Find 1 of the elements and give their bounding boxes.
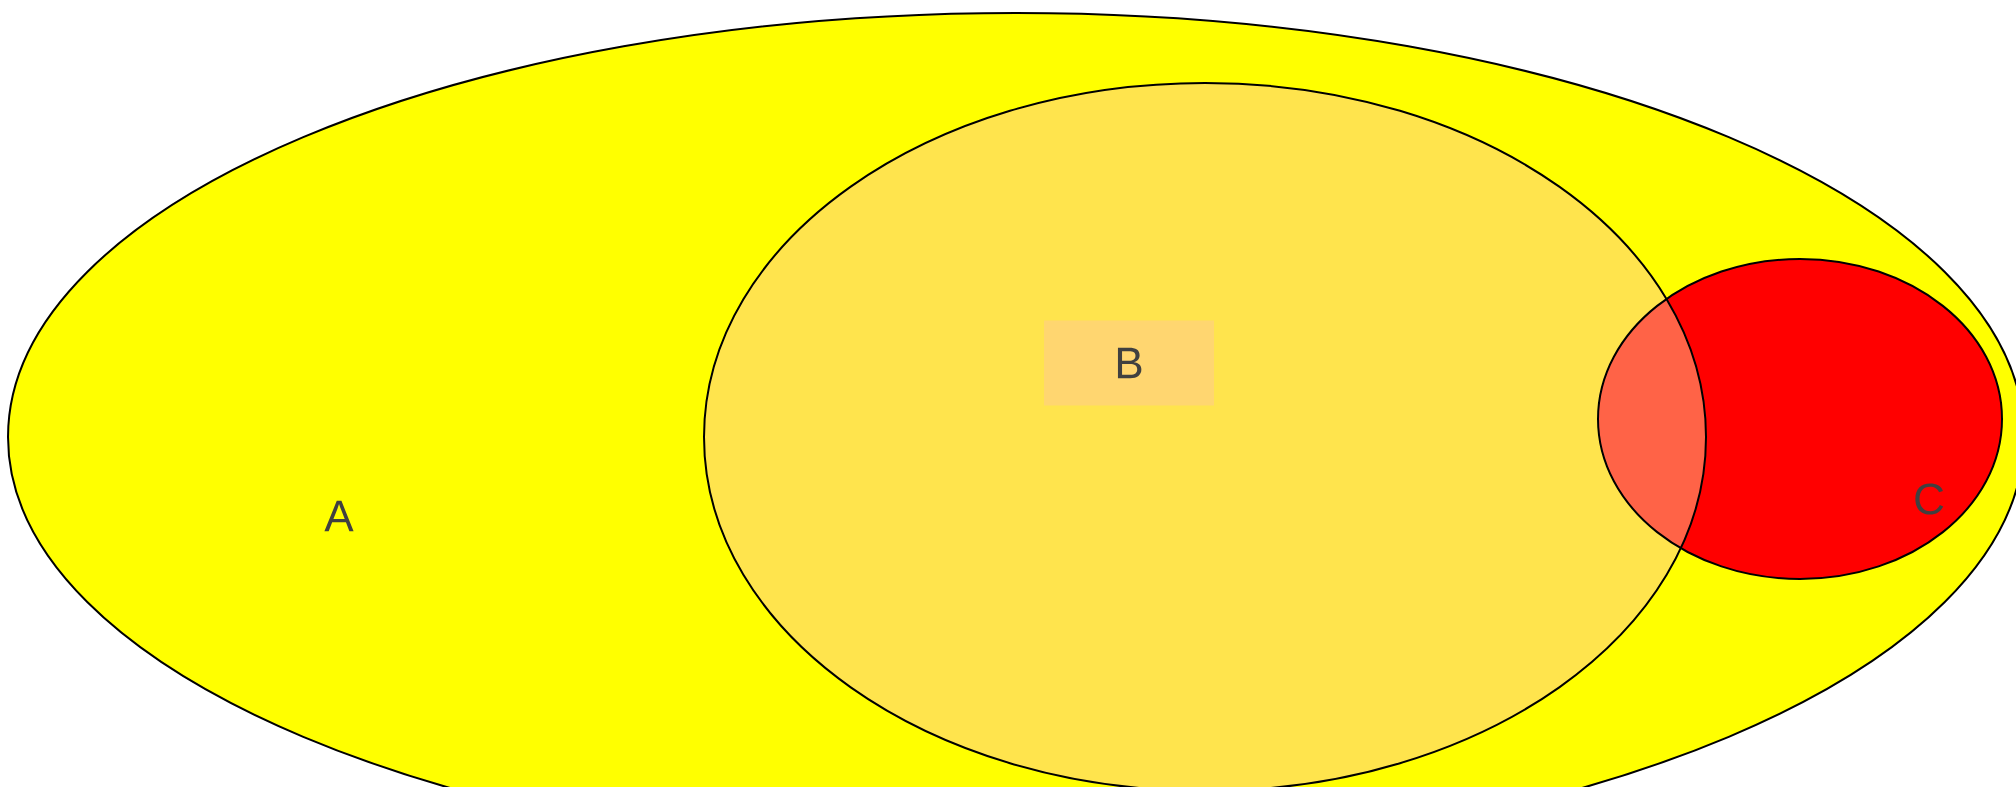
node-label: C — [1915, 483, 1944, 515]
